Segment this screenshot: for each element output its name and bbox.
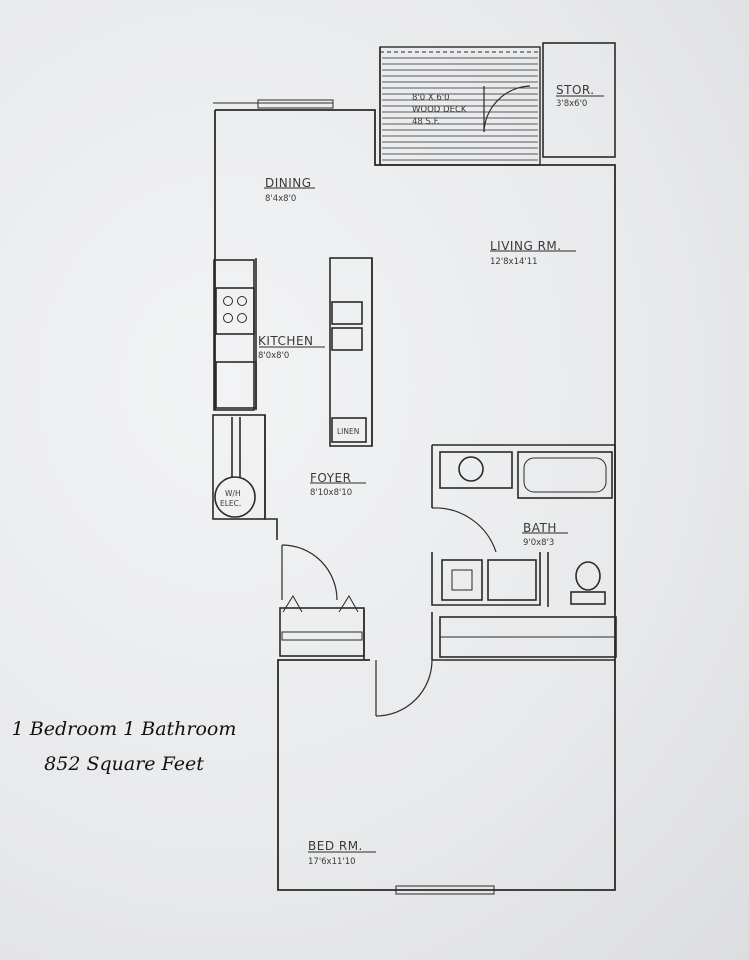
kitchen-counter — [213, 258, 257, 411]
deck-boards — [382, 57, 538, 161]
bedroom-closet — [431, 612, 617, 661]
foyer-dimensions: 8'10x8'10 — [310, 488, 352, 498]
deck-door-swing — [483, 85, 531, 133]
bedroom-dimensions: 17'6x11'10 — [308, 857, 356, 867]
bathroom — [431, 444, 616, 610]
kitchen-dimensions: 8'0x8'0 — [258, 351, 289, 361]
dining-label: DINING — [265, 176, 312, 190]
kitchen-label: KITCHEN — [258, 334, 314, 348]
living-room-label: LIVING RM. — [490, 239, 562, 253]
living-room-dimensions: 12'8x14'11 — [490, 257, 538, 267]
linen-label: LINEN — [337, 427, 359, 436]
deck-area: 48 S.F. — [412, 117, 440, 127]
coat-closet — [279, 595, 365, 660]
bath-label: BATH — [523, 521, 557, 535]
caption-square-feet: 852 Square Feet — [44, 753, 204, 775]
deck-size: 8'0 X 6'0 — [412, 93, 450, 103]
foyer-label: FOYER — [310, 471, 351, 485]
bath-dimensions: 9'0x8'3 — [523, 538, 554, 548]
exterior-walls — [213, 99, 616, 895]
storage-dimensions: 3'8x6'0 — [556, 99, 587, 109]
electrical-label: ELEC. — [220, 499, 241, 508]
water-heater-closet — [212, 414, 278, 540]
storage-label: STOR. — [556, 83, 595, 97]
dining-dimensions: 8'4x8'0 — [265, 194, 296, 204]
wood-deck — [379, 46, 541, 166]
storage-room — [542, 42, 616, 158]
bedroom-label: BED RM. — [308, 839, 363, 853]
deck-label: WOOD DECK — [412, 105, 467, 115]
entry-door-swing — [281, 544, 338, 601]
bedroom-door-swing — [375, 659, 433, 717]
kitchen-island — [329, 257, 373, 447]
caption-bedrooms: 1 Bedroom 1 Bathroom — [11, 718, 237, 740]
water-heater-label: W/H — [225, 489, 241, 498]
